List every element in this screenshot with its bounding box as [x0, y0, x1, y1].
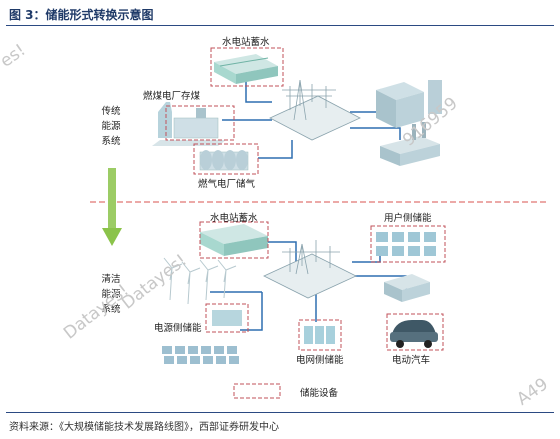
gas-storage-box	[193, 143, 259, 175]
clean-hydro-dam-illustration	[200, 224, 268, 256]
coal-plant-illustration	[152, 102, 226, 146]
grid-storage-box	[298, 319, 342, 351]
user-storage-illustration	[376, 232, 436, 256]
trad-hydro-label: 水电站蓄水	[222, 37, 270, 48]
coal-storage-box	[165, 105, 235, 141]
user-storage-box	[370, 225, 446, 263]
clean-system-label: 清洁 能源 系统	[101, 274, 121, 315]
electric-car-illustration	[390, 320, 438, 348]
coal-storage-label: 燃煤电厂存煤	[143, 91, 201, 102]
user-buildings-illustration	[384, 274, 430, 302]
legend-label: 储能设备	[300, 388, 339, 399]
ev-label: 电动汽车	[392, 355, 431, 366]
source-note: 资料来源：《大规模储能技术发展路线图》，西部证券研发中心	[9, 422, 279, 433]
legend-swatch	[233, 383, 281, 399]
ev-storage-box	[386, 313, 444, 351]
city-buildings-illustration	[376, 80, 442, 128]
clean-hydro-storage-box	[199, 221, 269, 259]
source-rule	[6, 412, 554, 413]
traditional-substation-illustration	[269, 79, 361, 141]
source-storage-cabinet-illustration	[212, 310, 242, 326]
solar-panels-illustration	[162, 346, 239, 364]
grid-side-label: 电网侧储能	[296, 355, 344, 366]
traditional-system-label: 传统 能源 系统	[101, 106, 121, 147]
title-rule	[6, 25, 554, 26]
factory-illustration	[380, 122, 440, 166]
grid-storage-illustration	[304, 326, 335, 344]
clean-hydro-label: 水电站蓄水	[210, 213, 258, 224]
gas-plant-illustration	[199, 150, 249, 171]
source-storage-box	[205, 303, 249, 333]
hydro-storage-box	[210, 47, 284, 87]
user-side-label: 用户侧储能	[384, 213, 432, 224]
figure-title: 图 3：储能形式转换示意图	[9, 8, 154, 22]
gas-storage-label: 燃气电厂储气	[198, 179, 256, 190]
source-side-label: 电源侧储能	[154, 323, 202, 334]
transition-arrow-icon	[102, 168, 122, 246]
clean-substation-illustration	[263, 240, 357, 299]
wind-turbines-illustration	[163, 257, 237, 305]
hydro-dam-illustration	[214, 54, 278, 84]
